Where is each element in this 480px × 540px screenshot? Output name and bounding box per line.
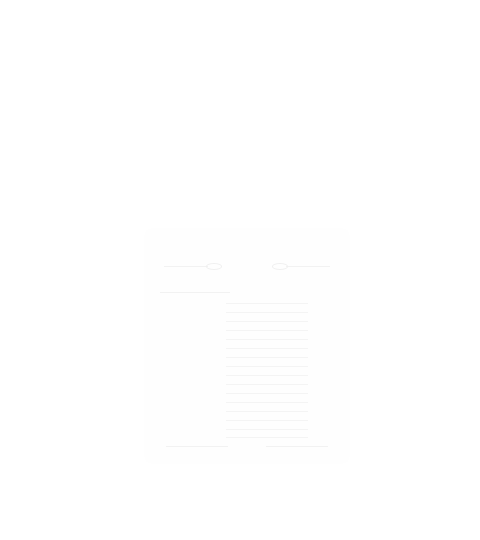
list-item bbox=[188, 390, 328, 396]
page-heading bbox=[206, 254, 288, 276]
list-item bbox=[188, 363, 328, 369]
list-item bbox=[188, 399, 328, 405]
entry-leader bbox=[226, 339, 308, 340]
list-item bbox=[188, 381, 328, 387]
page-footer bbox=[166, 442, 328, 450]
entry-leader bbox=[226, 402, 308, 403]
entry-leader bbox=[226, 357, 308, 358]
entry-leader bbox=[226, 312, 308, 313]
list-item bbox=[188, 336, 328, 342]
list-item bbox=[188, 300, 328, 306]
list-item bbox=[188, 327, 328, 333]
entry-leader bbox=[226, 321, 308, 322]
list-item bbox=[188, 426, 328, 432]
list-item bbox=[188, 417, 328, 423]
entry-leader bbox=[226, 330, 308, 331]
entry-leader bbox=[226, 411, 308, 412]
entry-leader bbox=[226, 384, 308, 385]
list-item bbox=[188, 345, 328, 351]
subheading-rule bbox=[160, 292, 230, 293]
footer-rule-left bbox=[166, 446, 228, 447]
heading-rule-left bbox=[164, 266, 208, 267]
list-item bbox=[188, 434, 328, 440]
flourish-left-icon bbox=[206, 263, 222, 270]
entry-leader bbox=[226, 393, 308, 394]
list-item bbox=[188, 354, 328, 360]
entry-leader bbox=[226, 303, 308, 304]
entry-leader bbox=[226, 429, 308, 430]
list-item bbox=[188, 372, 328, 378]
heading-rule-right bbox=[286, 266, 330, 267]
list-item bbox=[188, 318, 328, 324]
flourish-right-icon bbox=[272, 263, 288, 270]
entry-leader bbox=[226, 348, 308, 349]
list-item bbox=[188, 309, 328, 315]
entry-leader bbox=[226, 420, 308, 421]
document-page bbox=[146, 230, 348, 462]
entry-leader bbox=[226, 375, 308, 376]
list-item bbox=[188, 408, 328, 414]
entry-leader bbox=[226, 366, 308, 367]
entry-leader bbox=[226, 437, 308, 438]
footer-rule-right bbox=[266, 446, 328, 447]
